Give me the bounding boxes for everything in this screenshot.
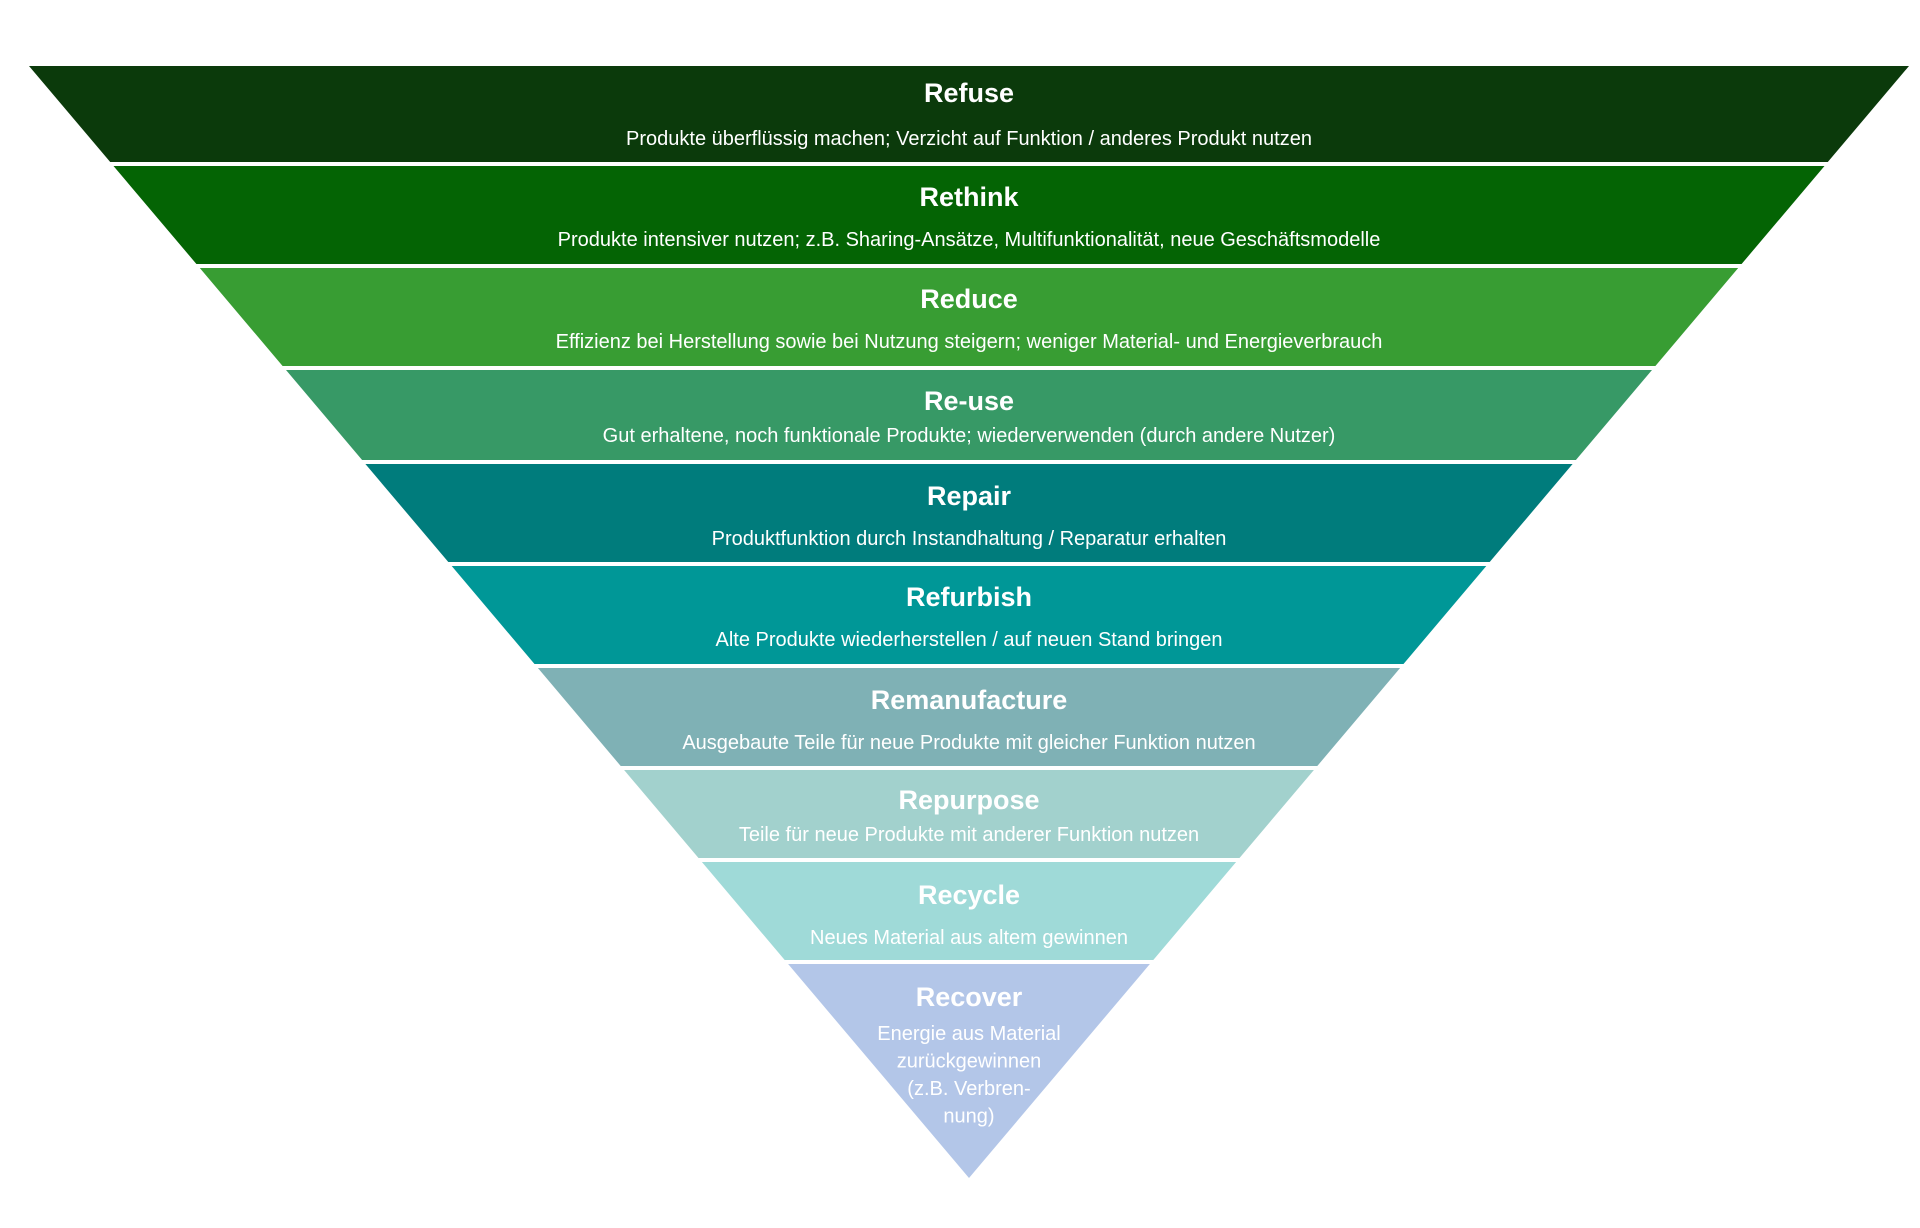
level-band	[537, 668, 1401, 766]
level-description: Effizienz bei Herstellung sowie bei Nutz…	[556, 331, 1383, 353]
level-description: Gut erhaltene, noch funktionale Produkte…	[603, 425, 1336, 447]
level-description: Produkte intensiver nutzen; z.B. Sharing…	[558, 229, 1381, 251]
level-description: Energie aus Material	[877, 1023, 1060, 1045]
level-title: Remanufacture	[871, 685, 1068, 715]
level-description: nung)	[943, 1106, 994, 1128]
level-band	[286, 370, 1652, 460]
level-description: Produkte überflüssig machen; Verzicht au…	[626, 128, 1312, 150]
level-band	[29, 66, 1909, 162]
level-title: Re-use	[924, 386, 1014, 416]
level-title: Repair	[927, 481, 1012, 511]
level-title: Recycle	[918, 880, 1020, 910]
level-band	[199, 268, 1739, 366]
level-description: Produktfunktion durch Instandhaltung / R…	[712, 528, 1227, 550]
level-band	[451, 566, 1487, 664]
level-title: Refuse	[924, 78, 1014, 108]
level-description: Ausgebaute Teile für neue Produkte mit g…	[682, 732, 1255, 754]
level-band	[701, 862, 1237, 960]
level-title: Recover	[916, 982, 1023, 1012]
level-title: Reduce	[920, 284, 1018, 314]
level-description: Neues Material aus altem gewinnen	[810, 927, 1128, 949]
level-band	[788, 964, 1150, 1178]
level-band	[365, 464, 1573, 562]
level-description: Alte Produkte wiederherstellen / auf neu…	[715, 629, 1222, 651]
level-title: Repurpose	[898, 785, 1039, 815]
level-description: zurückgewinnen	[897, 1051, 1042, 1073]
level-band	[113, 166, 1825, 264]
level-description: (z.B. Verbren-	[907, 1078, 1030, 1100]
level-title: Rethink	[919, 182, 1019, 212]
level-band	[624, 770, 1314, 858]
level-description: Teile für neue Produkte mit anderer Funk…	[739, 824, 1199, 846]
level-title: Refurbish	[906, 582, 1032, 612]
